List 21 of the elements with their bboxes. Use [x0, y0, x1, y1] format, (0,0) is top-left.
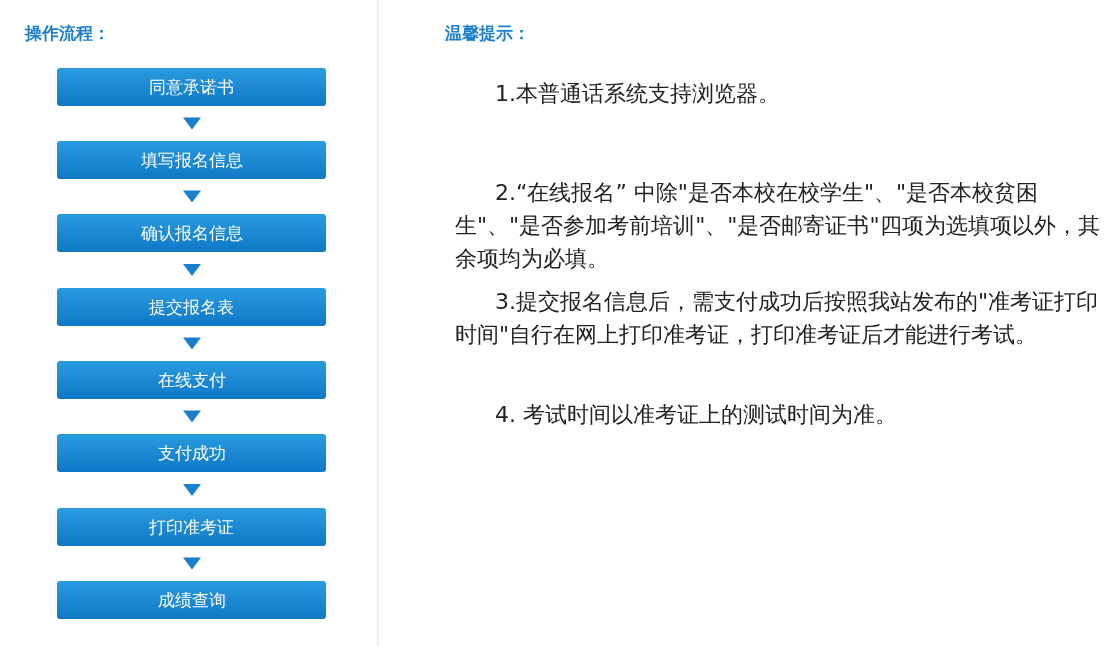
arrow — [183, 410, 201, 423]
process-box: 同意承诺书 — [57, 68, 326, 106]
arrow — [183, 557, 201, 570]
arrow — [183, 190, 201, 203]
process-box: 填写报名信息 — [57, 141, 326, 179]
note-text: 4. 考试时间以准考证上的测试时间为准。 — [494, 401, 898, 429]
process-box: 在线支付 — [57, 361, 326, 399]
note-text: 2.“在线报名” 中除"是否本校在校学生"、"是否本校贫困生"、"是否参加考前培训"、"是否邮寄证书"四项为选填项以外，其余项均为必填。 — [455, 179, 1101, 273]
section-heading: 温馨提示： — [445, 22, 530, 45]
process-box: 确认报名信息 — [57, 214, 326, 252]
process-box: 打印准考证 — [57, 508, 326, 546]
arrow — [183, 264, 201, 276]
arrow — [183, 484, 201, 496]
section-heading: 操作流程： — [25, 22, 110, 45]
arrow — [183, 117, 201, 130]
process-box: 支付成功 — [57, 434, 326, 472]
arrow — [183, 337, 201, 350]
note-text: 1.本普通话系统支持浏览器。 — [494, 80, 781, 108]
process-box: 成绩查询 — [57, 581, 326, 619]
note-text: 3.提交报名信息后，需支付成功后按照我站发布的"准考证打印时间"自行在网上打印准考证，打印准考证后才能进行考试。 — [455, 288, 1100, 349]
process-box: 提交报名表 — [57, 288, 326, 326]
